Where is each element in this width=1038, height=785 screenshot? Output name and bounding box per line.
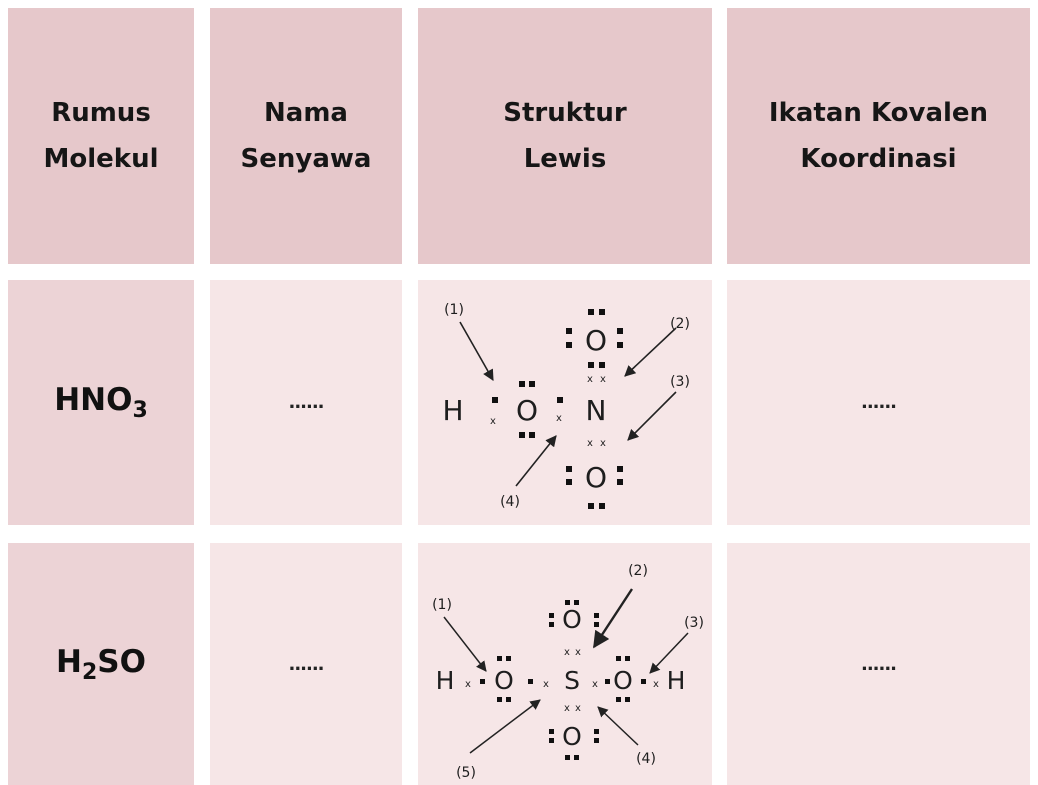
header-nama-senyawa: Nama Senyawa bbox=[210, 8, 402, 264]
header-ikatan-kovalen-koordinasi-text: Ikatan Kovalen Koordinasi bbox=[768, 98, 989, 174]
row2-atom-o-top: O bbox=[562, 605, 582, 634]
row1-atom-o-top: O bbox=[585, 324, 607, 357]
row2-atom-h-right: H bbox=[667, 666, 686, 695]
row2-name-placeholder: ...... bbox=[288, 653, 324, 675]
row1-lewis-cell: H O N O O x x x x x x bbox=[418, 280, 712, 525]
row1-atom-o-bottom: O bbox=[585, 461, 607, 494]
row2-formula-base2: SO bbox=[97, 643, 146, 680]
row2-atom-s: S bbox=[564, 666, 580, 695]
header-rumus-molekul-text: Rumus Molekul bbox=[43, 98, 159, 174]
row2-name-cell: ...... bbox=[210, 543, 402, 785]
header-nama-senyawa-text: Nama Senyawa bbox=[240, 98, 372, 174]
row2-cross-o-s-left: x bbox=[543, 679, 549, 690]
row1-cross-n-top-2: x bbox=[600, 374, 606, 385]
row1-cross-n-bottom-1: x bbox=[587, 438, 593, 449]
row1-name-placeholder: ...... bbox=[288, 392, 324, 413]
row2-formula-cell: H2SO bbox=[8, 543, 194, 785]
row2-coordinate-cell: ...... bbox=[727, 543, 1030, 785]
row2-label-2: (2) bbox=[628, 563, 648, 579]
row2-formula-subscript: 2 bbox=[81, 659, 98, 685]
row2-arrows bbox=[443, 588, 689, 754]
row2-label-5: (5) bbox=[456, 765, 476, 781]
row1-lewis-diagram: H O N O O x x x x x x bbox=[442, 302, 690, 510]
row2-label-4: (4) bbox=[636, 751, 656, 767]
row1-label-4: (4) bbox=[500, 494, 520, 510]
row2-label-1: (1) bbox=[432, 597, 452, 613]
row1-formula-cell: HNO3 bbox=[8, 280, 194, 525]
row1-cross-o-n: x bbox=[556, 413, 562, 424]
row2-cross-h-right: x bbox=[653, 679, 659, 690]
row2-label-3: (3) bbox=[684, 615, 704, 631]
row2-cross-s-o-right: x bbox=[592, 679, 598, 690]
row2-cross-s-top-1: x bbox=[564, 647, 570, 658]
row2-cross-s-top-2: x bbox=[575, 647, 581, 658]
row2-cross-s-bottom-1: x bbox=[564, 703, 570, 714]
row1-atom-o-center: O bbox=[516, 394, 538, 427]
row2-formula: H2SO bbox=[56, 644, 146, 685]
row2-lewis-cell: H O S O H O O x bbox=[418, 543, 712, 785]
row1-name-cell: ...... bbox=[210, 280, 402, 525]
header-rumus-molekul: Rumus Molekul bbox=[8, 8, 194, 264]
row2-atom-o-left: O bbox=[494, 666, 514, 695]
row2-atom-o-bottom: O bbox=[562, 722, 582, 751]
row1-cross-n-top-1: x bbox=[587, 374, 593, 385]
row2-coordinate-placeholder: ...... bbox=[860, 653, 897, 675]
row1-cross-n-bottom-2: x bbox=[600, 438, 606, 449]
row2-cross-s-bottom-2: x bbox=[575, 703, 581, 714]
row1-electron-dots bbox=[492, 309, 623, 509]
row1-coordinate-cell: ...... bbox=[727, 280, 1030, 525]
header-struktur-lewis-text: Struktur Lewis bbox=[503, 98, 627, 174]
row1-coordinate-placeholder: ...... bbox=[860, 392, 897, 413]
header-ikatan-kovalen-koordinasi: Ikatan Kovalen Koordinasi bbox=[727, 8, 1030, 264]
row2-atom-o-right: O bbox=[613, 666, 633, 695]
row1-label-1: (1) bbox=[444, 302, 464, 318]
row1-label-3: (3) bbox=[670, 374, 690, 390]
row2-lewis-diagram: H O S O H O O x bbox=[432, 563, 704, 781]
row1-formula-subscript: 3 bbox=[132, 398, 148, 423]
row1-atom-n: N bbox=[586, 394, 607, 427]
row1-cross-h: x bbox=[490, 416, 496, 427]
row1-label-2: (2) bbox=[670, 316, 690, 332]
row2-electron-dots bbox=[480, 600, 646, 760]
row1-arrows bbox=[459, 321, 677, 487]
row2-atom-h-left: H bbox=[436, 666, 455, 695]
row2-cross-h-left: x bbox=[465, 679, 471, 690]
row1-formula-base: HNO bbox=[54, 382, 133, 418]
row2-formula-base: H bbox=[56, 643, 82, 680]
row1-formula: HNO3 bbox=[54, 382, 148, 423]
header-struktur-lewis: Struktur Lewis bbox=[418, 8, 712, 264]
row1-atom-h: H bbox=[442, 394, 463, 427]
